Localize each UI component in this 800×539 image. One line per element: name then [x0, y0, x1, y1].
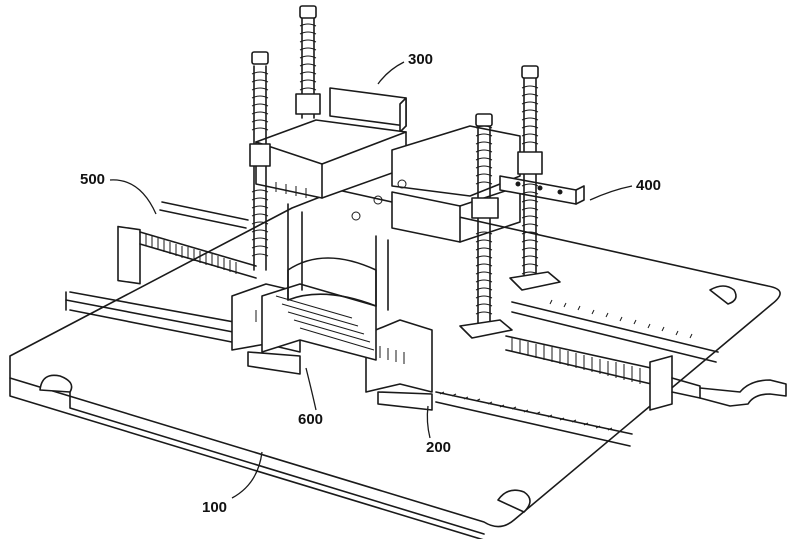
label-400: 400 [636, 177, 661, 194]
spring-column-2 [296, 6, 320, 118]
label-100: 100 [202, 499, 227, 516]
label-500: 500 [80, 171, 105, 188]
bracket [500, 176, 584, 204]
label-300: 300 [408, 51, 433, 68]
leader-500 [110, 180, 156, 214]
rail-back [160, 202, 248, 228]
leader-300 [378, 62, 404, 84]
label-600: 600 [298, 411, 323, 428]
leader-400 [590, 186, 632, 200]
label-200: 200 [426, 439, 451, 456]
